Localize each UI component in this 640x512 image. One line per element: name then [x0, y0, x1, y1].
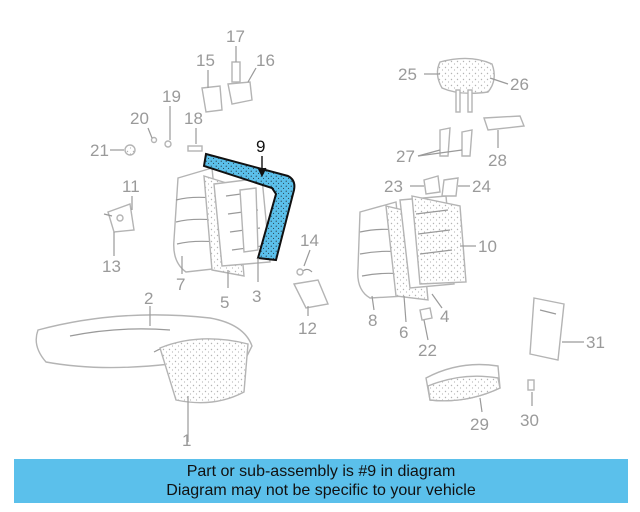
callout-10: 10 [478, 237, 497, 256]
callout-24: 24 [472, 177, 491, 196]
callout-12: 12 [298, 319, 317, 338]
callout-8: 8 [368, 311, 377, 330]
headrest-guides-part-27 [439, 115, 525, 157]
callout-6: 6 [399, 323, 408, 342]
right-seat-back-assembly [357, 195, 467, 301]
callout-29: 29 [470, 415, 489, 434]
callout-26: 26 [510, 75, 529, 94]
callout-31: 31 [586, 333, 605, 352]
exploded-parts-diagram: 1 2 3 4 5 6 7 8 9 10 11 12 13 14 15 16 1… [35, 27, 605, 450]
callout-15: 15 [196, 51, 215, 70]
seat-cushion-part-1 [35, 314, 253, 404]
callout-21: 21 [90, 141, 109, 160]
callout-labels: 1 2 3 4 5 6 7 8 9 10 11 12 13 14 15 16 1… [90, 27, 605, 450]
callout-3: 3 [252, 287, 261, 306]
callout-11: 11 [122, 177, 140, 196]
small-hardware-left [124, 61, 253, 156]
hinge-parts-23-24 [423, 175, 459, 197]
info-banner: Part or sub-assembly is #9 in diagram Di… [14, 459, 628, 503]
callout-30: 30 [520, 411, 539, 430]
part-9-highlighted[interactable] [202, 152, 296, 262]
callout-19: 19 [162, 87, 181, 106]
callout-22: 22 [418, 341, 437, 360]
callout-20: 20 [130, 109, 149, 128]
callout-18: 18 [184, 109, 203, 128]
callout-5: 5 [220, 293, 229, 312]
callout-17: 17 [226, 27, 245, 46]
left-seat-back-assembly [173, 167, 271, 277]
banner-line-disclaimer: Diagram may not be specific to your vehi… [166, 482, 476, 499]
callout-27: 27 [396, 147, 415, 166]
clip-part-30 [527, 379, 535, 391]
callout-7: 7 [176, 275, 185, 294]
callout-9-highlighted: 9 [256, 137, 265, 156]
callout-4: 4 [440, 307, 449, 326]
callout-16: 16 [256, 51, 275, 70]
banner-line-part: Part or sub-assembly is #9 in diagram [186, 463, 456, 480]
callout-13: 13 [102, 257, 121, 276]
side-trim-part-31 [529, 297, 565, 361]
callout-2: 2 [144, 289, 153, 308]
callout-28: 28 [488, 151, 507, 170]
armrest-part-29 [425, 363, 501, 402]
callout-1: 1 [182, 431, 191, 450]
headrest-part-25 [436, 57, 495, 113]
clip-part-22 [419, 307, 433, 321]
leader-lines [110, 46, 584, 442]
callout-23: 23 [384, 177, 403, 196]
latch-part-12 [292, 268, 329, 309]
bracket-part-13 [103, 203, 135, 233]
callout-25: 25 [398, 65, 417, 84]
callout-14: 14 [300, 231, 319, 250]
